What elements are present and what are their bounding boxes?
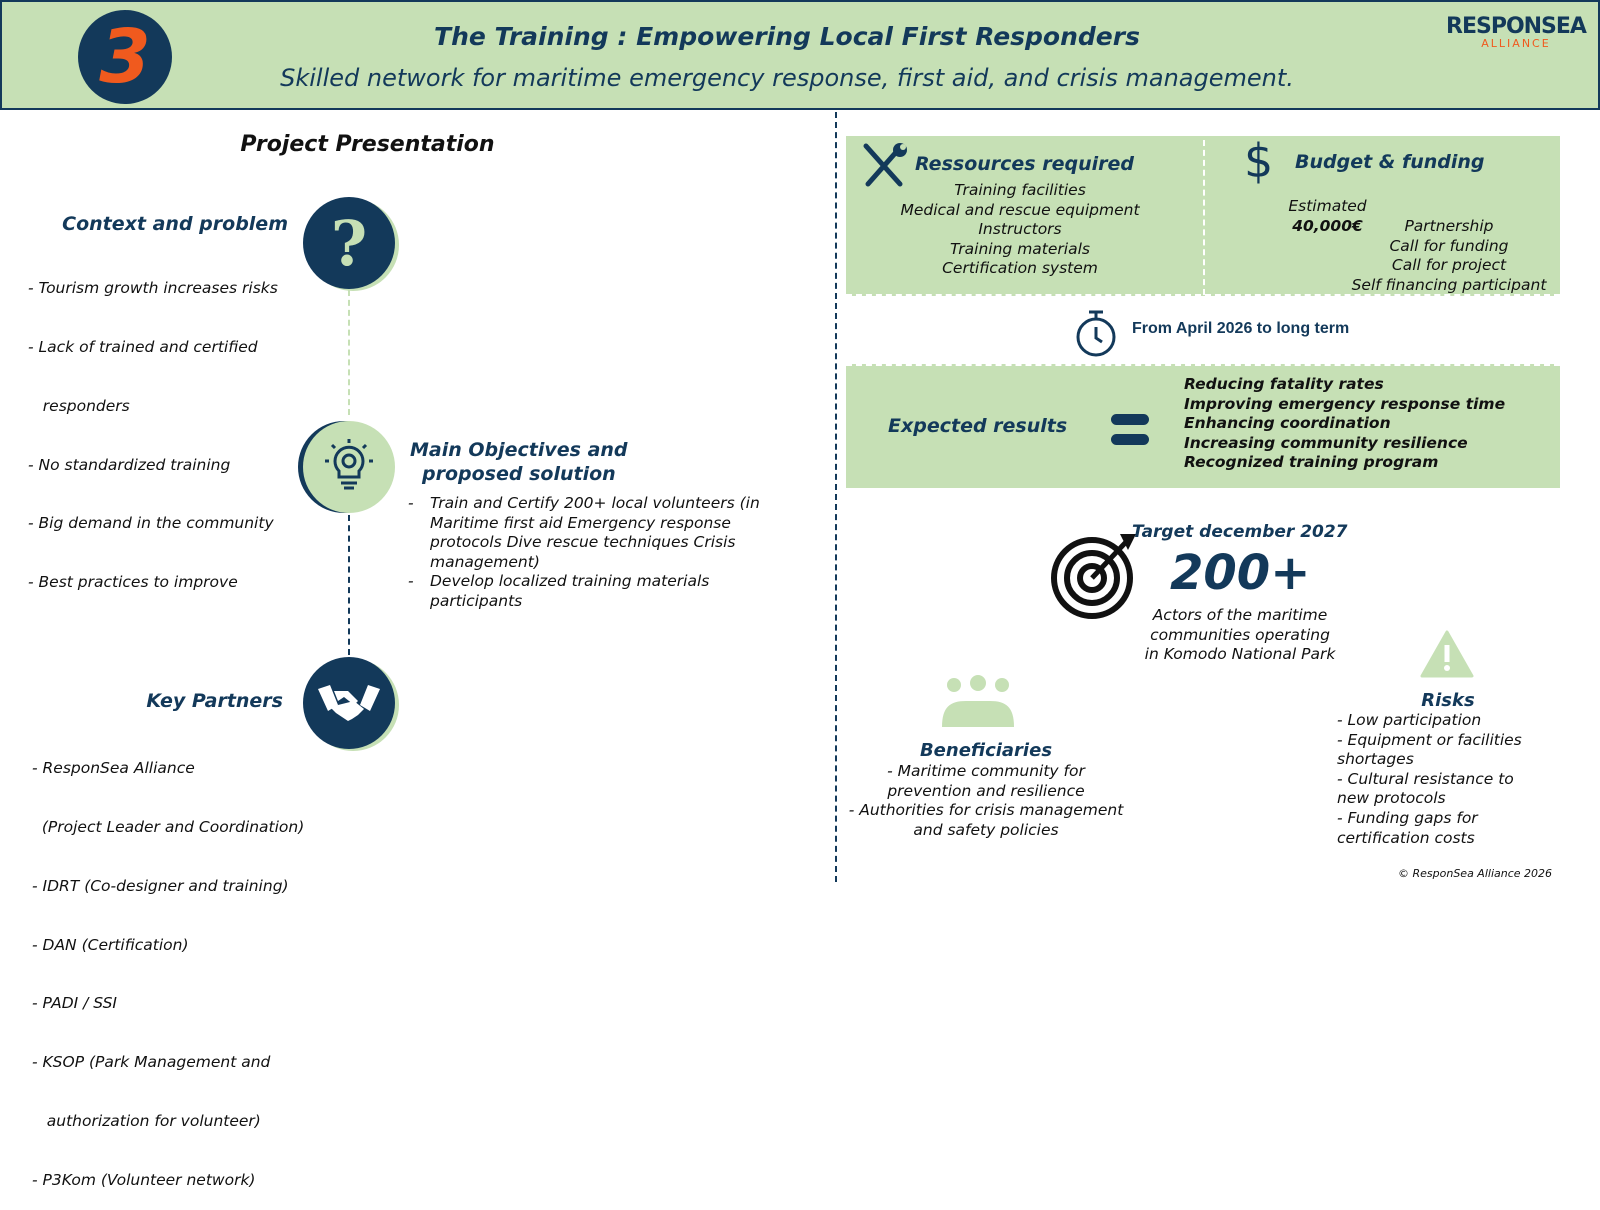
equals-icon-bar: [1111, 434, 1149, 445]
page-subtitle: Skilled network for maritime emergency r…: [280, 64, 1294, 92]
question-icon: ?: [303, 197, 395, 289]
handshake-icon: [303, 657, 395, 749]
page-title: The Training : Empowering Local First Re…: [434, 22, 1140, 51]
equals-icon: [1111, 414, 1149, 425]
beneficiaries-list: - Maritime community for prevention and …: [848, 762, 1124, 839]
results-title: Expected results: [888, 415, 1068, 437]
dollar-icon: $: [1244, 134, 1274, 188]
context-title: Context and problem: [62, 213, 288, 235]
resources-list: Training facilities Medical and rescue e…: [900, 181, 1140, 278]
context-list: - Tourism growth increases risks - Lack …: [28, 279, 278, 592]
timeline-connector: [348, 515, 350, 655]
timeline-connector: [348, 290, 350, 415]
target-label: Target december 2027: [1132, 522, 1348, 542]
stopwatch-icon: [1074, 308, 1118, 362]
people-group-icon: [940, 675, 1016, 735]
results-list: Reducing fatality rates Improving emerge…: [1184, 375, 1506, 472]
budget-estimate: Estimated 40,000€: [1288, 197, 1367, 235]
partners-title: Key Partners: [146, 690, 283, 712]
column-divider: [835, 112, 837, 882]
timeline-text: From April 2026 to long term: [1132, 320, 1350, 337]
lightbulb-gear-icon: [303, 421, 395, 513]
warning-icon: [1420, 630, 1474, 682]
partners-list: - ResponSea Alliance (Project Leader and…: [32, 759, 305, 1189]
section-title: Project Presentation: [240, 132, 495, 157]
resources-title: Ressources required: [915, 153, 1134, 175]
beneficiaries-title: Beneficiaries: [919, 740, 1053, 761]
budget-title: Budget & funding: [1295, 151, 1485, 173]
objectives-list: -Train and Certify 200+ local volunteers…: [408, 494, 760, 610]
target-description: Actors of the maritime communities opera…: [1144, 606, 1336, 664]
target-value: 200+: [1170, 545, 1311, 601]
header-banner: 3 The Training : Empowering Local First …: [0, 0, 1600, 110]
section-number-badge: 3: [78, 10, 172, 104]
target-icon: [1050, 530, 1140, 624]
results-panel: [846, 364, 1560, 488]
panel-divider: [1203, 140, 1205, 295]
risks-title: Risks: [1421, 690, 1475, 711]
responsea-logo: RESPONSEA ALLIANCE: [1446, 14, 1587, 50]
objectives-title: Main Objectives and proposed solution: [410, 439, 628, 485]
tools-icon: [860, 142, 908, 194]
copyright: © ResponSea Alliance 2026: [1398, 867, 1553, 880]
funding-sources: Partnership Call for funding Call for pr…: [1351, 217, 1547, 294]
risks-list: - Low participation - Equipment or facil…: [1337, 711, 1522, 847]
